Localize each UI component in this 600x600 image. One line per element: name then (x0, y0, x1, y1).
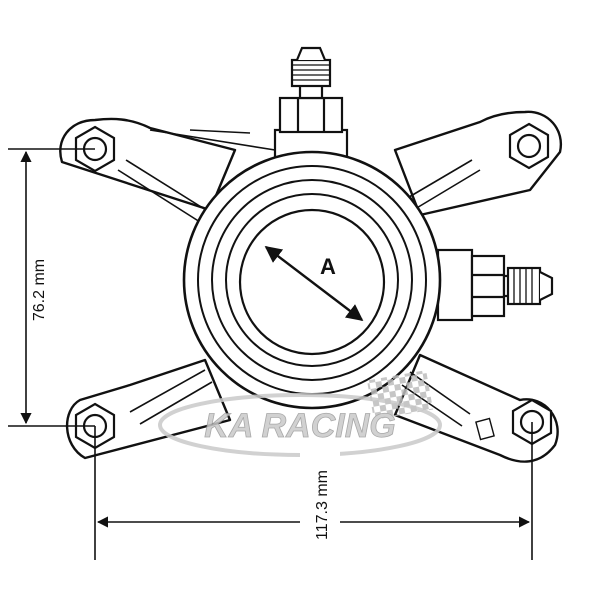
vertical-dimension (8, 148, 95, 427)
watermark: KA RACING (158, 370, 442, 457)
horizontal-dimension-label: 117.3 mm (314, 470, 331, 540)
bore-dimension: A (264, 245, 364, 322)
top-fitting (273, 46, 349, 166)
maker-mark (475, 417, 495, 441)
checkered-flag-icon (366, 370, 434, 420)
vertical-dimension-label: 76.2 mm (31, 259, 48, 321)
bore-label: A (320, 254, 336, 279)
right-fitting (436, 248, 554, 322)
horizontal-label-backing (300, 448, 340, 560)
central-hub (182, 150, 442, 410)
hex-nut-icon (508, 122, 550, 170)
watermark-text: KA RACING (204, 407, 395, 445)
arrow-icon (264, 245, 364, 322)
